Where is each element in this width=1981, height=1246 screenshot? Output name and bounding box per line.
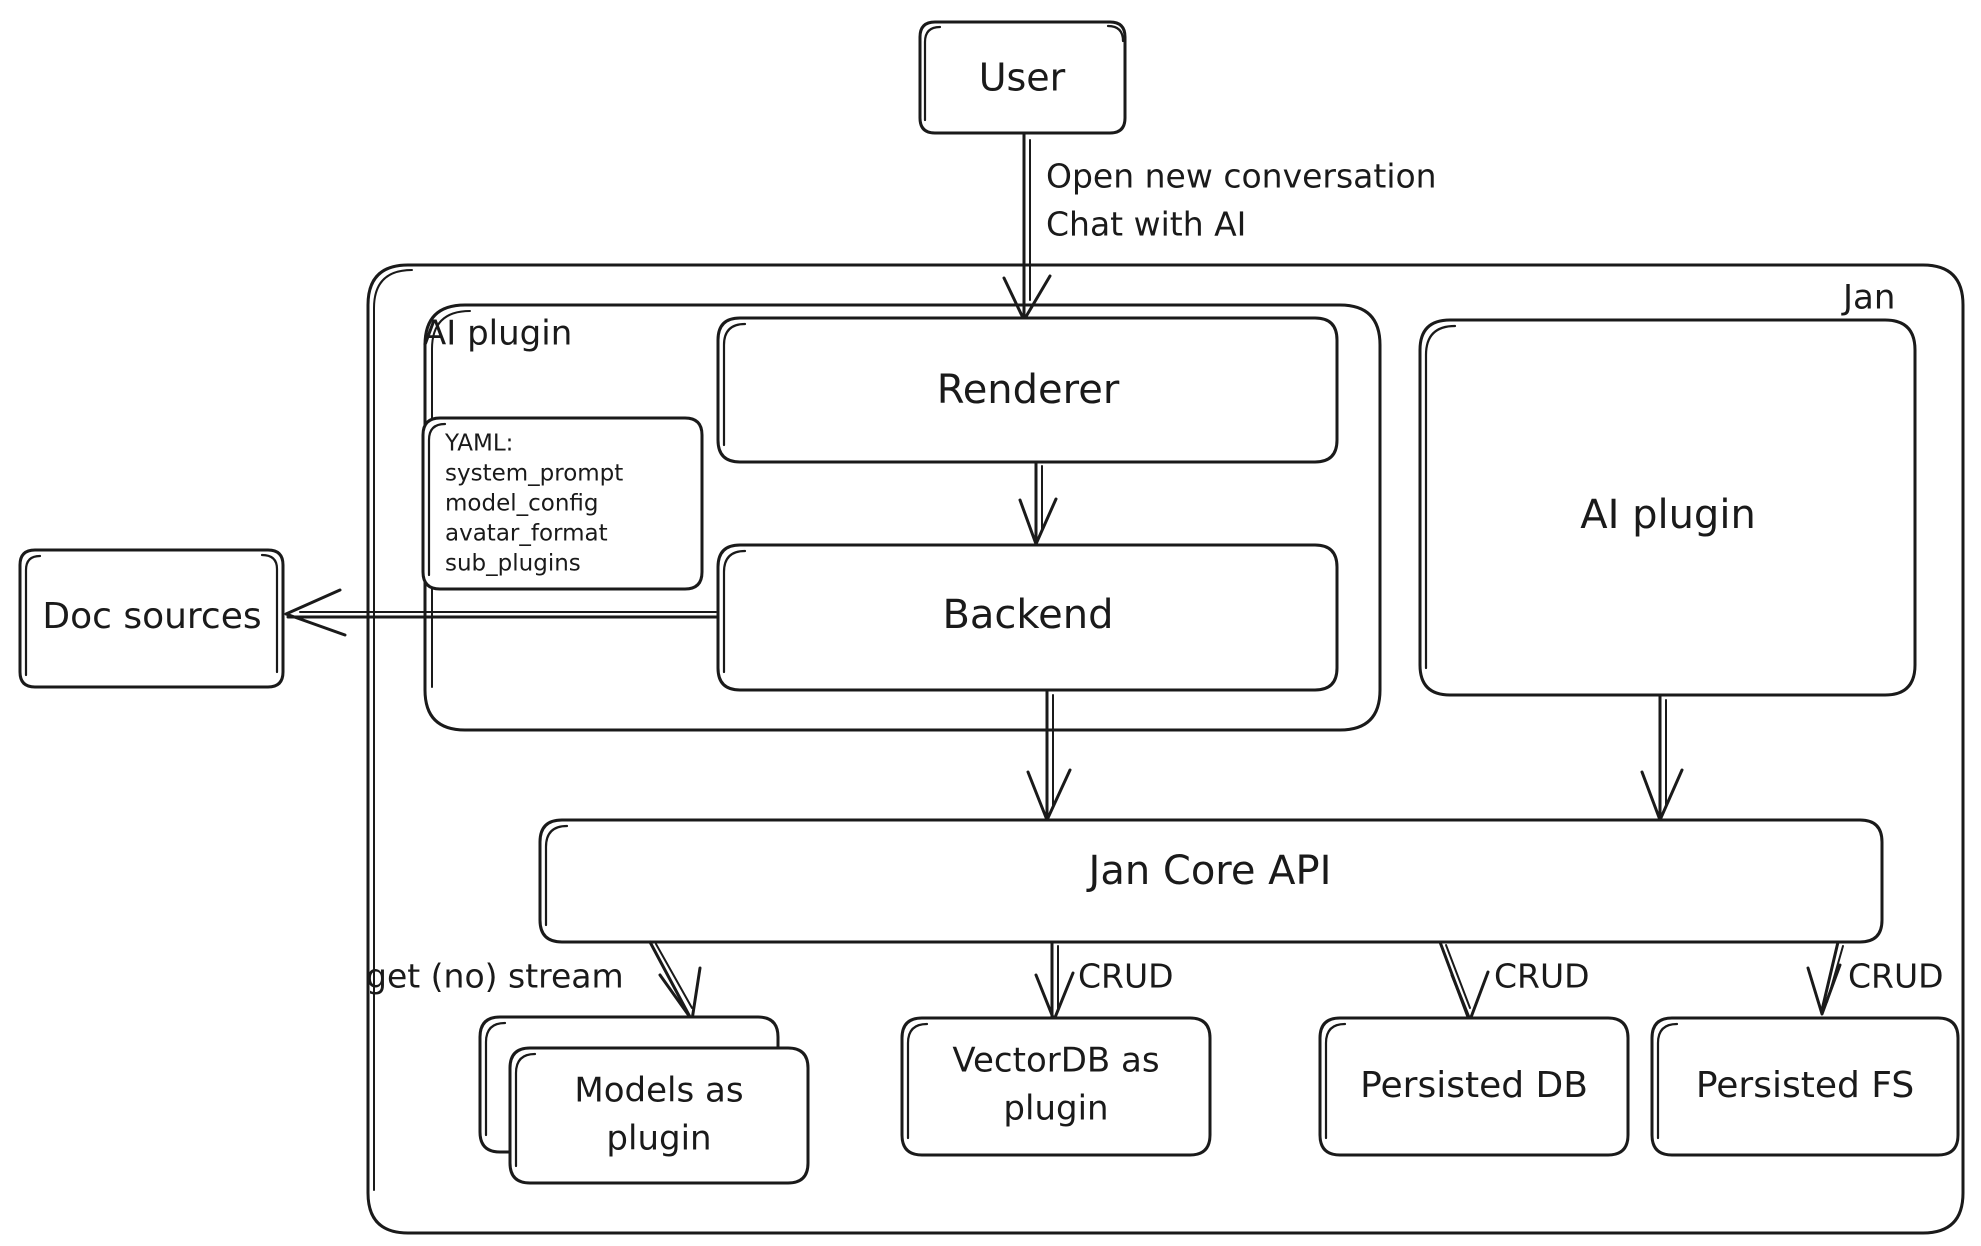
node-vectordb-as-plugin[interactable]: VectorDB as plugin	[900, 1016, 1212, 1157]
edge-core-api-to-persisted-fs: CRUD	[1806, 940, 1944, 1016]
edge-label-user-renderer-line1: Open new conversation	[1046, 157, 1437, 196]
node-jan-core-api-label: Jan Core API	[1086, 848, 1332, 894]
yaml-config-box: YAML: system_prompt model_config avatar_…	[421, 416, 704, 591]
node-ai-plugin[interactable]: AI plugin	[1418, 318, 1917, 697]
node-models-as-plugin-label-line2: plugin	[606, 1119, 711, 1159]
edge-label-crud-persisted-db: CRUD	[1494, 957, 1590, 996]
node-user-label: User	[979, 56, 1066, 100]
node-ai-plugin-label: AI plugin	[1580, 492, 1756, 538]
node-renderer-label: Renderer	[937, 367, 1120, 413]
node-persisted-fs-label: Persisted FS	[1696, 1065, 1914, 1106]
edge-label-crud-vectordb: CRUD	[1078, 957, 1174, 996]
edge-user-to-renderer: Open new conversation Chat with AI	[1002, 131, 1437, 322]
edge-core-api-to-persisted-db: CRUD	[1438, 940, 1590, 1022]
node-renderer[interactable]: Renderer	[716, 316, 1339, 464]
container-jan-label: Jan	[1841, 278, 1895, 318]
node-user[interactable]: User	[918, 20, 1127, 135]
edge-backend-to-doc-sources	[284, 588, 720, 637]
edge-label-crud-persisted-fs: CRUD	[1848, 957, 1944, 996]
node-models-as-plugin-label-line1: Models as	[574, 1071, 743, 1111]
yaml-key-model-config: model_config	[445, 491, 599, 517]
node-persisted-fs[interactable]: Persisted FS	[1650, 1016, 1960, 1157]
yaml-header: YAML:	[444, 431, 513, 457]
edge-core-api-to-vectordb: CRUD	[1034, 940, 1174, 1022]
node-models-as-plugin[interactable]: Models as plugin	[478, 1015, 810, 1185]
container-ai-plugin-group: AI plugin	[423, 303, 1382, 732]
node-persisted-db[interactable]: Persisted DB	[1318, 1016, 1630, 1157]
edge-ai-plugin-to-core-api	[1640, 693, 1684, 822]
yaml-key-sub-plugins: sub_plugins	[445, 551, 581, 577]
node-backend-label: Backend	[942, 592, 1113, 638]
edge-renderer-to-backend	[1018, 460, 1058, 546]
edge-label-user-renderer-line2: Chat with AI	[1046, 205, 1246, 244]
node-backend[interactable]: Backend	[716, 543, 1339, 692]
edge-label-models-stream: get (no) stream	[366, 957, 624, 996]
edge-core-api-to-models: get (no) stream	[366, 940, 702, 1022]
node-persisted-db-label: Persisted DB	[1360, 1065, 1588, 1106]
edge-backend-to-core-api	[1026, 688, 1072, 822]
container-ai-plugin-group-label: AI plugin	[423, 314, 572, 354]
container-jan: Jan	[366, 263, 1965, 1235]
node-vectordb-as-plugin-label-line2: plugin	[1003, 1089, 1108, 1129]
node-jan-core-api[interactable]: Jan Core API	[538, 818, 1884, 944]
yaml-key-system-prompt: system_prompt	[445, 461, 623, 487]
yaml-key-avatar-format: avatar_format	[445, 521, 608, 547]
node-doc-sources-label: Doc sources	[42, 596, 261, 637]
node-doc-sources[interactable]: Doc sources	[18, 548, 285, 689]
node-vectordb-as-plugin-label-line1: VectorDB as	[952, 1041, 1159, 1081]
